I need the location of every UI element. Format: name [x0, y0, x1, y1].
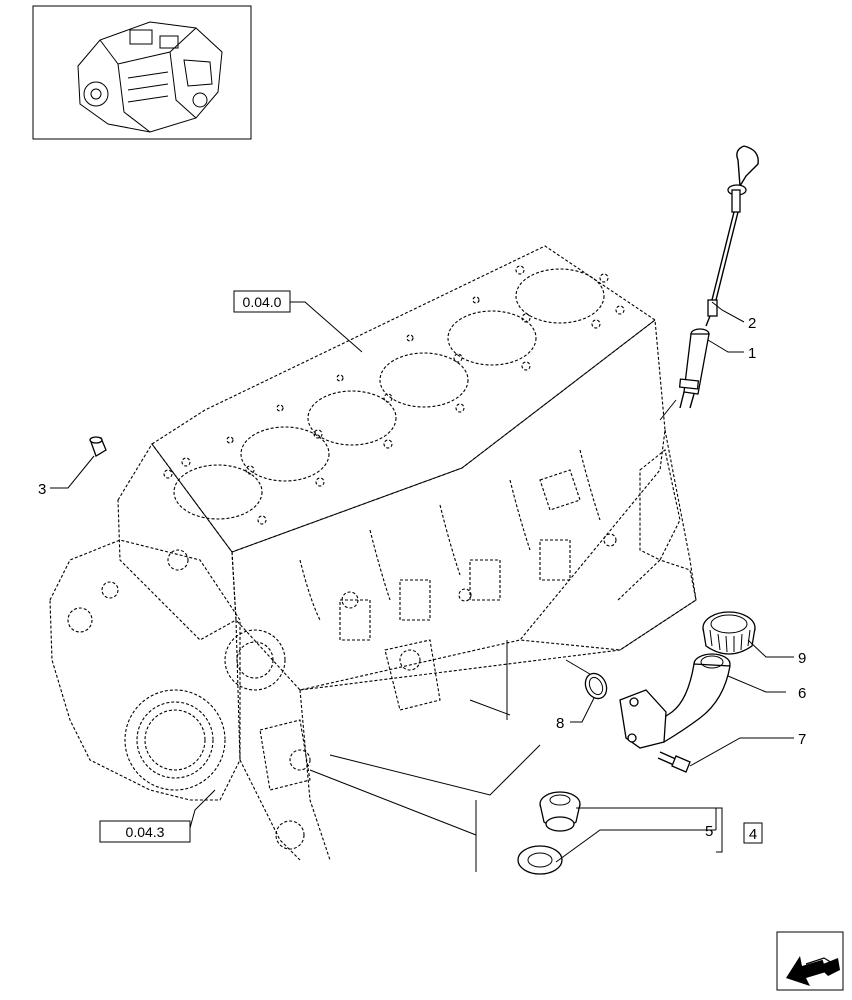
drain-plug-part[interactable]	[539, 791, 581, 832]
engine-thumbnail-icon[interactable]	[32, 5, 252, 140]
callout-7: 7	[798, 731, 806, 748]
block-side-features	[259, 449, 617, 791]
callout-5: 5	[705, 823, 713, 840]
reference-box-block-top[interactable]: 0.04.0	[233, 290, 291, 313]
deck-holes	[163, 265, 625, 525]
seal-ring-part[interactable]	[581, 670, 610, 702]
reference-box-block-bottom[interactable]: 0.04.3	[99, 820, 191, 843]
filler-neck-part[interactable]	[619, 653, 731, 749]
svg-text:0.04.3: 0.04.3	[126, 824, 165, 840]
washer-part[interactable]	[517, 845, 563, 875]
kit-reference-box[interactable]: 4	[743, 822, 763, 844]
cylinder-bores	[173, 268, 605, 520]
dipstick-guide-tube-part[interactable]	[678, 328, 710, 409]
callout-2: 2	[748, 315, 756, 332]
callout-8: 8	[556, 715, 564, 732]
callout-9: 9	[798, 650, 806, 667]
callout-6: 6	[798, 685, 806, 702]
assembly-lines	[309, 399, 677, 872]
leader-lines	[50, 301, 794, 863]
svg-text:4: 4	[749, 826, 757, 843]
svg-text:0.04.0: 0.04.0	[243, 294, 282, 310]
plug-part[interactable]	[89, 436, 107, 457]
callout-1: 1	[748, 345, 756, 362]
engine-block	[49, 245, 697, 861]
filler-cap-part[interactable]	[702, 611, 756, 655]
callout-3: 3	[38, 481, 46, 498]
dipstick-part[interactable]	[705, 145, 759, 327]
next-page-arrow-icon[interactable]	[776, 931, 844, 991]
bolt-part[interactable]	[657, 751, 691, 773]
